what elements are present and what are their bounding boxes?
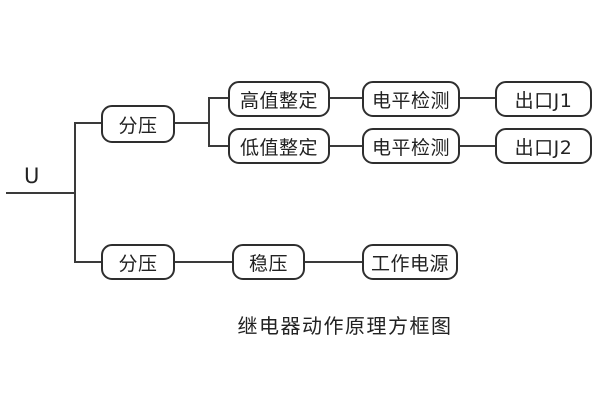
connector-split-to-high-setting bbox=[208, 97, 230, 99]
block-output-j2: 出口J2 bbox=[495, 128, 592, 164]
connector-high-to-level1 bbox=[330, 97, 364, 99]
block-label: 分压 bbox=[118, 252, 158, 275]
connector-regulator-to-power bbox=[305, 261, 363, 263]
block-voltage-divider-top: 分压 bbox=[101, 105, 175, 143]
connector-divider-to-regulator bbox=[175, 261, 233, 263]
block-label: 电平检测 bbox=[371, 136, 450, 159]
block-voltage-divider-bottom: 分压 bbox=[101, 244, 175, 280]
block-label: 出口J2 bbox=[514, 136, 573, 159]
connector-level1-to-output-j1 bbox=[460, 97, 496, 99]
connector-low-to-level2 bbox=[330, 145, 364, 147]
block-label: 稳压 bbox=[248, 252, 288, 275]
diagram-caption: 继电器动作原理方框图 bbox=[237, 314, 453, 338]
block-label: 分压 bbox=[118, 114, 158, 137]
block-label: 高值整定 bbox=[239, 89, 318, 112]
connector-level2-to-output-j2 bbox=[460, 145, 496, 147]
connector-trunk-vertical bbox=[74, 122, 76, 263]
block-working-power: 工作电源 bbox=[362, 244, 458, 280]
block-low-value-setting: 低值整定 bbox=[228, 128, 330, 164]
connector-input-line bbox=[6, 192, 76, 194]
connector-split-vertical bbox=[208, 98, 210, 147]
connector-divider-to-split bbox=[175, 122, 210, 124]
connector-trunk-to-divider-bottom bbox=[74, 261, 103, 263]
block-label: 低值整定 bbox=[239, 136, 318, 159]
block-output-j1: 出口J1 bbox=[495, 81, 592, 117]
connector-split-to-low-setting bbox=[208, 145, 230, 147]
block-label: 工作电源 bbox=[370, 252, 449, 275]
block-level-detection-2: 电平检测 bbox=[362, 128, 460, 164]
block-label: 电平检测 bbox=[371, 89, 450, 112]
block-level-detection-1: 电平检测 bbox=[362, 81, 460, 117]
block-voltage-regulator: 稳压 bbox=[232, 244, 305, 280]
input-voltage-label: U bbox=[24, 164, 40, 188]
connector-trunk-to-divider-top bbox=[74, 122, 103, 124]
block-label: 出口J1 bbox=[514, 89, 573, 112]
block-high-value-setting: 高值整定 bbox=[228, 81, 330, 117]
